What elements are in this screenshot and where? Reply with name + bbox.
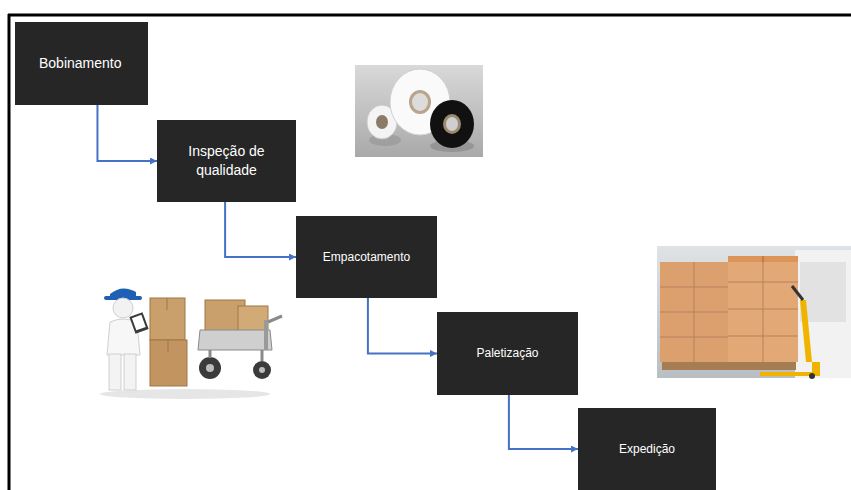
process-box: Bobinamento (15, 22, 148, 105)
process-box: Paletização (437, 312, 578, 395)
flow-arrow (368, 298, 437, 354)
process-label: Inspeção de qualidade (177, 142, 277, 180)
flow-arrow (509, 395, 578, 449)
process-box: Empacotamento (296, 216, 437, 298)
process-label: Empacotamento (323, 249, 410, 265)
frame-left (8, 14, 11, 490)
process-box: Expedição (578, 408, 716, 490)
frame-top (8, 14, 851, 17)
tape-rolls-photo (355, 65, 483, 157)
process-label: Expedição (619, 441, 675, 457)
worker-illustration (100, 288, 282, 399)
flow-arrow (97, 105, 157, 161)
process-label: Bobinamento (39, 54, 122, 73)
flow-arrow (225, 202, 296, 257)
pallet-photo (657, 246, 851, 379)
process-box: Inspeção de qualidade (157, 120, 296, 202)
process-label: Paletização (476, 345, 538, 361)
